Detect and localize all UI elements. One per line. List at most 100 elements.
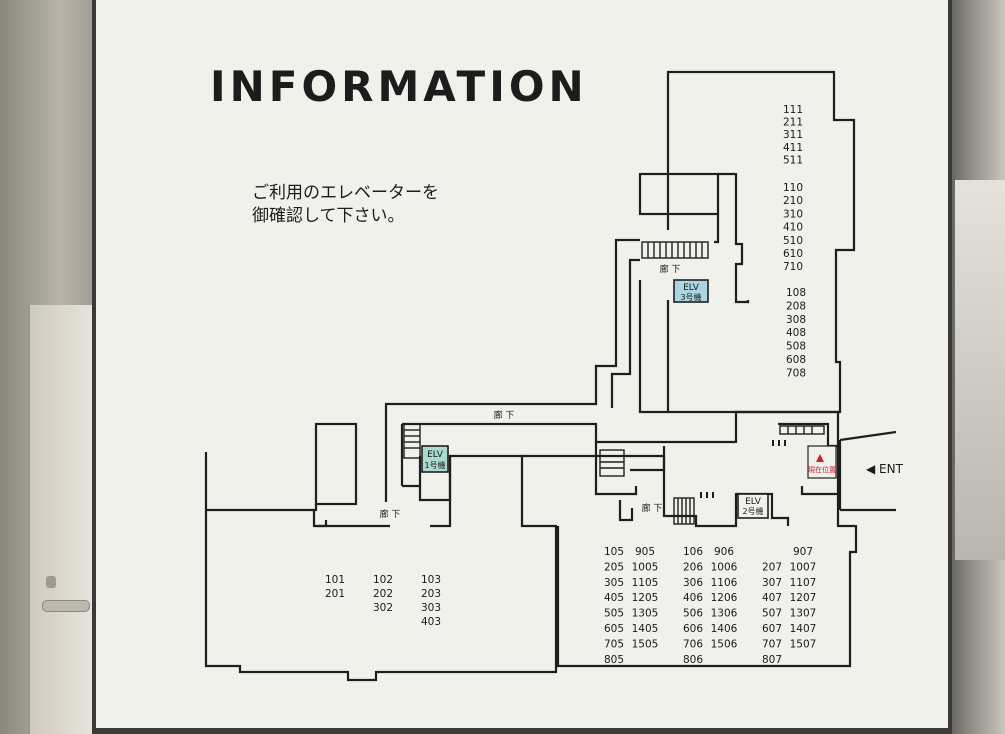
- room-number: 306: [683, 577, 703, 589]
- current-location-box: [807, 445, 837, 479]
- room-number: 203: [421, 588, 441, 600]
- room-number: 307: [762, 577, 782, 589]
- east-corridor-wall: [618, 500, 634, 522]
- room-number: 906: [714, 546, 734, 558]
- middle-corridor-wall: [402, 410, 840, 444]
- upper-corridor-south: [610, 258, 640, 408]
- room-number: 405: [604, 592, 624, 604]
- background-door: [28, 305, 98, 734]
- step-mark: [778, 440, 780, 446]
- room-number: 1007: [790, 561, 817, 573]
- information-sign: [96, 0, 948, 728]
- north-core-wall: [718, 172, 750, 304]
- room-number: 707: [762, 638, 782, 650]
- corridor-label-east: 廊 下: [642, 502, 663, 514]
- room-number: 1107: [790, 577, 817, 589]
- room-number: 1206: [711, 592, 738, 604]
- east-inner-wall-3: [662, 446, 790, 528]
- elevator-2-label-1: ELV: [745, 497, 762, 507]
- room-number: 705: [604, 638, 624, 650]
- room-number: 303: [421, 602, 441, 614]
- room-number: 1307: [790, 608, 817, 620]
- room-number: 208: [786, 300, 806, 312]
- east-stair-1: [599, 449, 625, 477]
- step-mark: [712, 492, 714, 498]
- west-tower: [314, 422, 358, 506]
- elevator-1-label-1: ELV: [427, 450, 444, 460]
- room-number: 211: [783, 117, 803, 129]
- elevator-2-box: [737, 493, 769, 519]
- step-mark: [772, 440, 774, 446]
- ent-stair: [779, 425, 825, 435]
- room-number: 308: [786, 314, 806, 326]
- elevator-3-box: [673, 279, 709, 303]
- current-location-marker: 現在位置: [807, 445, 837, 479]
- step-mark: [784, 440, 786, 446]
- west-lobby-wall: [312, 510, 328, 528]
- room-number: 110: [783, 182, 803, 194]
- room-number: 201: [325, 588, 345, 600]
- east-wing-outline: [556, 486, 858, 668]
- east-stair-2: [673, 497, 695, 525]
- room-number: 610: [783, 248, 803, 260]
- room-number: 510: [783, 235, 803, 247]
- notice-line-1: ご利用のエレベーターを: [252, 183, 439, 203]
- north-stair: [641, 241, 709, 259]
- elevator-3-label-1: ELV: [683, 283, 700, 293]
- elevator-1-box: [421, 445, 449, 473]
- current-location-icon: [816, 454, 824, 462]
- room-number: 302: [373, 602, 393, 614]
- elevator-3-label-2: 3号機: [680, 292, 701, 302]
- east-inner-wall-1: [522, 454, 638, 496]
- upper-corridor-inner: [638, 280, 668, 414]
- room-number: 406: [683, 592, 703, 604]
- room-number: 408: [786, 327, 806, 339]
- room-number: 506: [683, 608, 703, 620]
- upper-corridor-north: [384, 238, 640, 502]
- room-number: 807: [762, 654, 782, 666]
- entrance-line-top: [839, 430, 897, 442]
- room-number: 1005: [632, 561, 659, 573]
- corridor-label-west: 廊 下: [380, 508, 401, 520]
- room-number: 806: [683, 654, 703, 666]
- room-number: 1106: [711, 577, 738, 589]
- room-number: 907: [793, 546, 813, 558]
- room-number: 1407: [790, 623, 817, 635]
- entrance-label: ◀ ENT: [866, 462, 903, 476]
- room-number: 210: [783, 195, 803, 207]
- notice-line-2: 御確認して下さい。: [252, 206, 405, 226]
- room-number: 805: [604, 654, 624, 666]
- room-number: 1207: [790, 592, 817, 604]
- room-number: 310: [783, 208, 803, 220]
- room-number: 605: [604, 623, 624, 635]
- stairs: [403, 241, 825, 525]
- step-marks: [700, 440, 786, 498]
- room-number: 305: [604, 577, 624, 589]
- room-number: 1507: [790, 638, 817, 650]
- room-number: 1405: [632, 623, 659, 635]
- room-number: 1406: [711, 623, 738, 635]
- room-number: 101: [325, 574, 345, 586]
- corridor-label-upper: 廊 下: [494, 409, 515, 421]
- door-handle: [42, 600, 90, 612]
- elevator-notice: ご利用のエレベーターを 御確認して下さい。: [252, 182, 532, 228]
- west-stair: [403, 423, 421, 459]
- room-number: 1105: [632, 577, 659, 589]
- room-number: 206: [683, 561, 703, 573]
- corridor-label-north: 廊 下: [660, 263, 681, 275]
- room-number: 1306: [711, 608, 738, 620]
- room-number: 102: [373, 574, 393, 586]
- room-number: 507: [762, 608, 782, 620]
- room-number: 106: [683, 546, 703, 558]
- room-number: 1205: [632, 592, 659, 604]
- room-number: 311: [783, 129, 803, 141]
- room-number: 607: [762, 623, 782, 635]
- room-number: 1006: [711, 561, 738, 573]
- room-number: 505: [604, 608, 624, 620]
- elevators: ELV 3号機 ELV 1号機 ELV 2号機: [421, 279, 769, 519]
- room-number: 202: [373, 588, 393, 600]
- west-wing-outline: [204, 452, 558, 682]
- current-location-label: 現在位置: [808, 465, 836, 474]
- north-service-block: [638, 172, 720, 216]
